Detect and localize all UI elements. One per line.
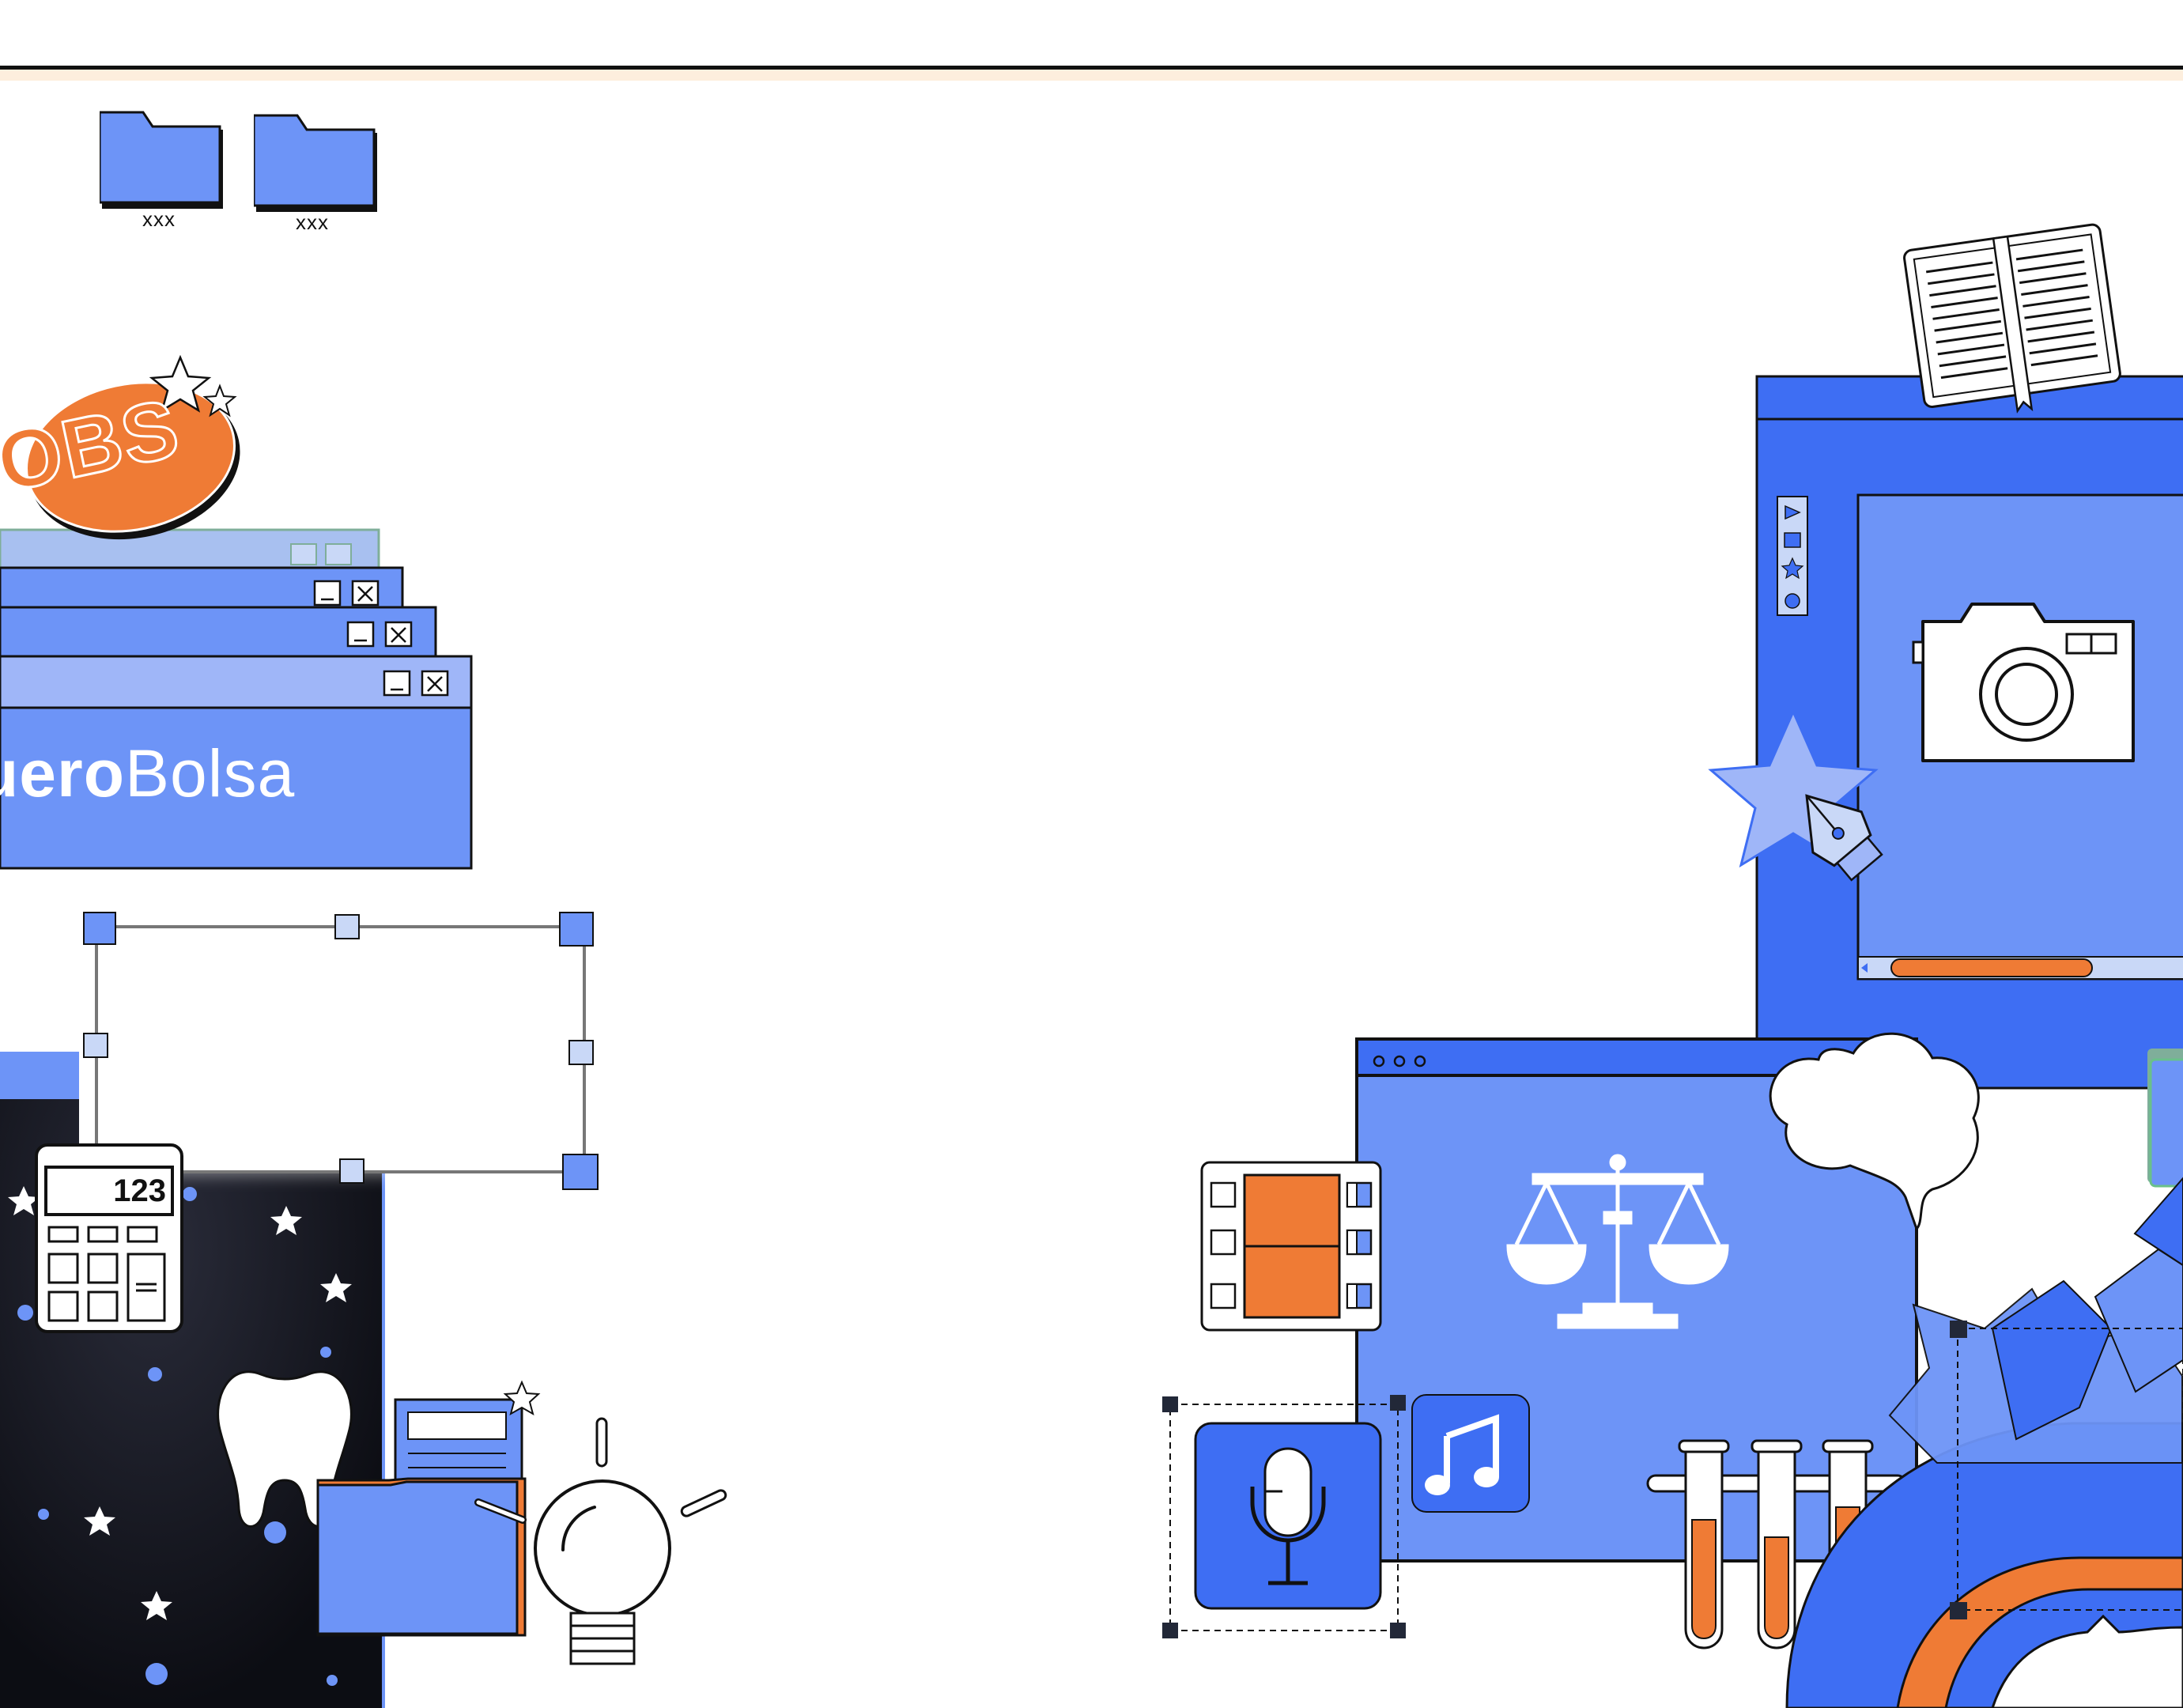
microphone-icon[interactable]: [1194, 1422, 1382, 1610]
brain-icon: [1769, 1032, 1980, 1231]
pen-tool-icon: [1805, 794, 1883, 882]
badge-stars: [149, 354, 237, 418]
bottom-right-shape: [1785, 1177, 2183, 1708]
folder-icon: [252, 114, 377, 212]
top-accent-strip: [0, 70, 2183, 81]
brand-logo: ueroBolsa: [0, 735, 295, 812]
calculator-icon: [35, 1143, 183, 1333]
music-note-icon[interactable]: [1411, 1394, 1530, 1513]
microphone-selection: [1162, 1395, 1406, 1638]
badge: [25, 381, 240, 540]
folder-icon: [316, 1477, 527, 1637]
window-stack-small: [2147, 1049, 2183, 1188]
window-stack: [0, 528, 473, 870]
test-tubes-icon: [1646, 1439, 1907, 1649]
book-icon: [1903, 223, 2121, 414]
scales-icon: [1506, 1154, 1729, 1329]
desktop-folder-1[interactable]: [98, 111, 228, 210]
brand-light: Bolsa: [125, 736, 296, 811]
desktop-folder-2[interactable]: [252, 114, 382, 213]
night-stars: [8, 1186, 352, 1620]
brand-bold: uero: [0, 736, 126, 811]
folder-label-1: xxx: [142, 207, 176, 231]
folder-icon: [98, 111, 223, 209]
selection-box[interactable]: [83, 912, 599, 1190]
lightbulb-icon: [534, 1417, 727, 1665]
folder-label-2: xxx: [296, 210, 329, 234]
film-strip-icon: [1200, 1161, 1382, 1332]
calculator-display: 123: [113, 1173, 166, 1208]
camera-icon: [1912, 603, 2135, 762]
top-bar: [0, 0, 2183, 70]
